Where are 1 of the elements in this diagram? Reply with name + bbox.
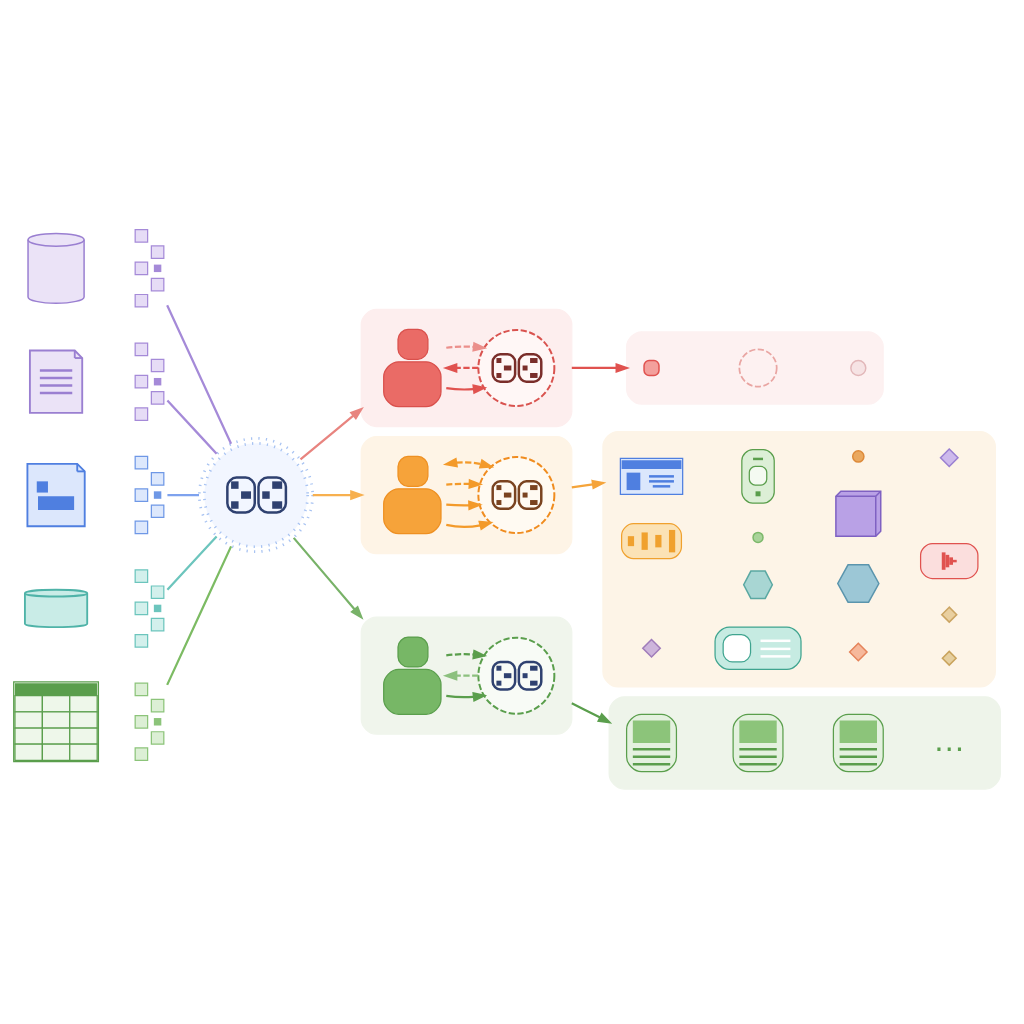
label: … bbox=[933, 721, 966, 758]
